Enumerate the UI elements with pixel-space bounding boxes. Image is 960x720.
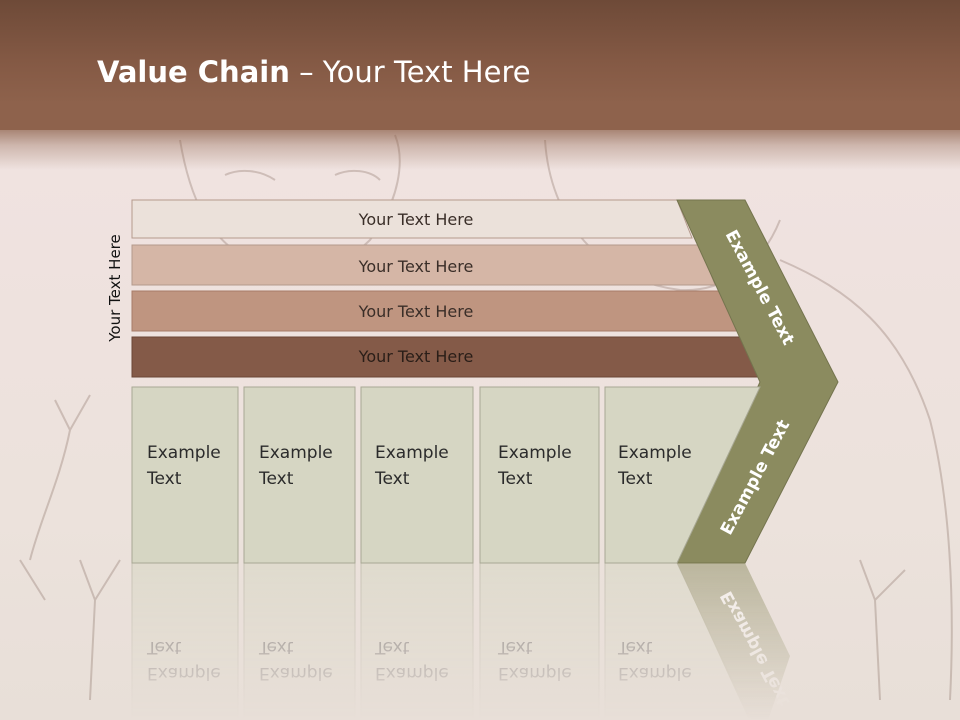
slide-title-rest: – Your Text Here: [289, 55, 531, 89]
example-box-2: Example Text: [243, 386, 356, 564]
reflection-box-3-line1: Example: [375, 663, 449, 683]
bar-4-label: Your Text Here: [358, 347, 474, 366]
example-box-4: Example Text: [479, 386, 600, 564]
reflection-box-2-line1: Example: [259, 663, 333, 683]
reflection-box-4-line1: Example: [498, 663, 572, 683]
reflection-box-4-line2: Text: [497, 637, 533, 657]
example-box-1-shape: [131, 386, 239, 564]
example-box-3-shape: [360, 386, 474, 564]
example-box-4-line2: Text: [497, 469, 533, 489]
example-box-4-shape: [479, 386, 600, 564]
bar-1-label: Your Text Here: [358, 210, 474, 229]
example-box-2-shape: [243, 386, 356, 564]
bar-4: Your Text Here: [131, 336, 763, 378]
example-box-2-line1: Example: [259, 443, 333, 463]
bar-3: Your Text Here: [131, 290, 739, 332]
reflection-box-3-line2: Text: [374, 637, 410, 657]
bar-1-shape: [131, 199, 693, 239]
bar-2-label: Your Text Here: [358, 257, 474, 276]
reflection-box-5-line2: Text: [617, 637, 653, 657]
example-box-5-line2: Text: [617, 469, 653, 489]
example-box-4-line1: Example: [498, 443, 572, 463]
slide-title-bold: Value Chain: [97, 55, 290, 89]
example-box-1-line1: Example: [147, 443, 221, 463]
example-box-1: Example Text: [131, 386, 239, 564]
example-box-5-line1: Example: [618, 443, 692, 463]
header-fade: [0, 125, 960, 170]
bar-2-shape: [131, 244, 716, 286]
diagram-reflection: Example Text Example Text Example Text E…: [131, 562, 794, 720]
bar-2: Your Text Here: [131, 244, 716, 286]
reflection-box-1-line2: Text: [146, 637, 182, 657]
example-box-3-line2: Text: [374, 469, 410, 489]
bar-1: Your Text Here: [131, 199, 693, 239]
example-box-2-line2: Text: [258, 469, 294, 489]
slide-title: Value Chain – Your Text Here: [97, 55, 531, 89]
example-box-1-line2: Text: [146, 469, 182, 489]
example-box-3-line1: Example: [375, 443, 449, 463]
reflection-box-1-line1: Example: [147, 663, 221, 683]
bar-3-label: Your Text Here: [358, 302, 474, 321]
title-header-band: [0, 0, 960, 130]
reflection-box-2-line2: Text: [258, 637, 294, 657]
example-box-3: Example Text: [360, 386, 474, 564]
reflection-box-5-line1: Example: [618, 663, 692, 683]
